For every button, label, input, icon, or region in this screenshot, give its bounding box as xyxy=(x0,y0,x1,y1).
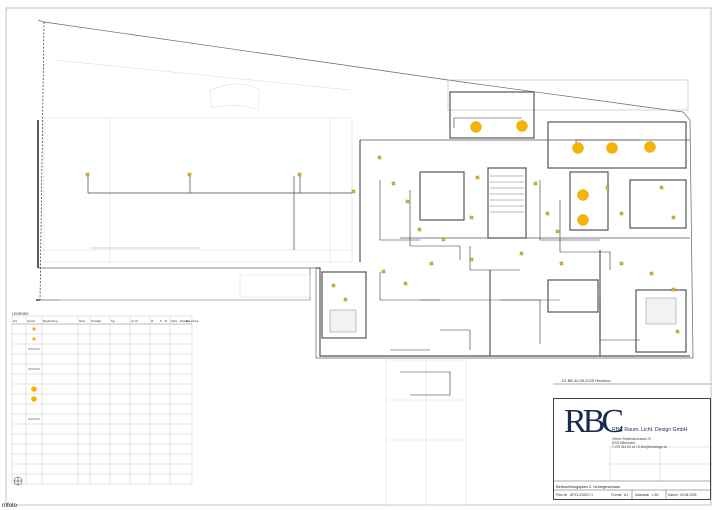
firm-contact: T 079 314 69 14 / E info@rbcdesign.ch xyxy=(612,445,668,449)
title-block-lines xyxy=(554,446,710,499)
legend-header-cell: Art.-Nr. xyxy=(131,320,139,323)
format: A1 xyxy=(624,493,629,497)
firm-logo: RBC xyxy=(564,403,624,440)
bedrooms xyxy=(329,297,677,333)
lamp-icon xyxy=(644,141,656,153)
plan-no-label: Plan-Nr xyxy=(556,493,568,497)
date-label: Datum xyxy=(668,493,678,497)
revision-label: Revision xyxy=(595,378,611,383)
lamp-icon xyxy=(606,142,618,154)
scale: 1:50 xyxy=(652,493,659,497)
legend-header-cell: Stück xyxy=(79,320,86,323)
format-label: Format xyxy=(611,493,622,497)
legend-header-cell: IP xyxy=(165,320,168,323)
legend-header-cell: Montage xyxy=(180,320,190,323)
legend-symbols xyxy=(28,327,40,420)
lamp-icon xyxy=(470,121,482,133)
lamp-icon xyxy=(577,214,589,226)
staircase xyxy=(490,175,524,213)
legend-header-cell: K xyxy=(160,320,162,323)
north-arrow-icon xyxy=(13,476,23,486)
legend-header-cell: Typ xyxy=(111,320,116,323)
sheet-frame xyxy=(5,7,712,506)
lamp-icon xyxy=(516,120,528,132)
legend-title: LEGENDE xyxy=(12,312,29,316)
downlight-markers xyxy=(85,155,680,334)
legend-header-cell: Beschreibung xyxy=(43,320,58,323)
firm-address-2: 8708 Männedorf xyxy=(612,441,636,445)
revision-code: BB xyxy=(567,378,573,383)
legend-header-cell: W xyxy=(151,320,154,323)
legend-header-cell: Pos xyxy=(13,320,18,323)
firm-name: RBC Raum. Licht. Design GmbH xyxy=(612,427,688,433)
left-zone-lighting-line xyxy=(87,176,352,250)
lamp-icon xyxy=(577,189,589,201)
plan-title: Beleuchtungsplan 2. Untergeschoss xyxy=(556,484,621,489)
firm-address-1: Oberer Seefeldschrasse 23 xyxy=(612,437,651,441)
scale-label: Massstab xyxy=(635,493,650,497)
legend-table xyxy=(11,315,193,485)
legend-header-cell: Hersteller xyxy=(91,320,101,323)
revision-index: 01 xyxy=(562,378,567,383)
legend-header-cell: Farbe xyxy=(171,320,178,323)
date: 23.06.2025 xyxy=(680,493,697,497)
revision-date: 30.09.2025 xyxy=(574,378,595,383)
building-walls xyxy=(316,79,690,357)
wiring xyxy=(379,117,640,396)
legend-header-cell: Bemerkung xyxy=(186,320,199,323)
ceiling-luminaires xyxy=(470,120,656,226)
plan-no: AP23-030207.1 xyxy=(570,493,593,497)
crop-label: mfoto xyxy=(2,503,18,509)
revision-row: 01 BB 30.09.2025 Revision xyxy=(562,378,611,383)
title-block: RBC RBC Raum. Licht. Design GmbH Oberer … xyxy=(553,398,711,500)
lamp-icon xyxy=(572,142,584,154)
legend-header-cell: Symbol xyxy=(27,320,35,323)
faint-plan-lines xyxy=(43,59,467,506)
site-outline xyxy=(36,19,694,359)
